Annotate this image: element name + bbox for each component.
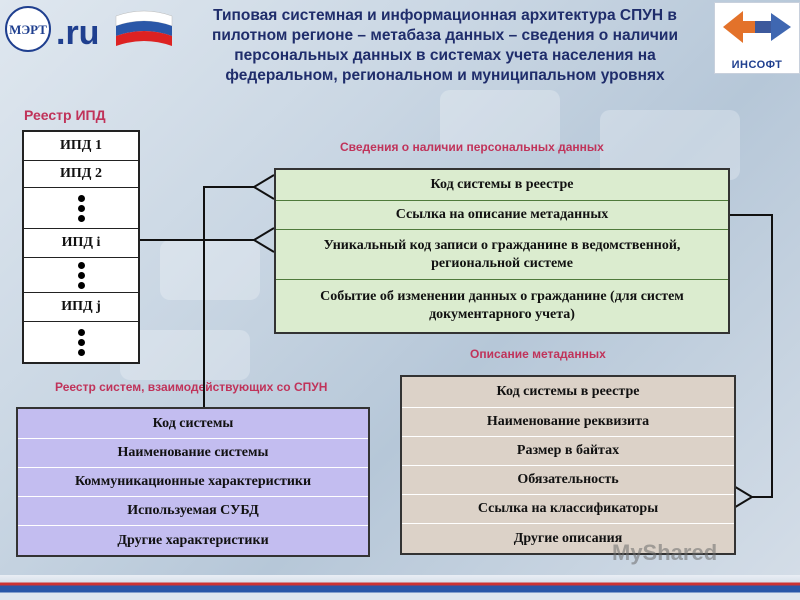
connector-systems-to-personal-data <box>203 186 254 407</box>
table-row: Событие об изменении данных о гражданине… <box>320 289 684 322</box>
systems-registry-caption: Реестр систем, взаимодействующих со СПУН <box>55 380 328 394</box>
table-row: Обязательность <box>402 466 734 495</box>
ellipsis-dots <box>24 188 138 229</box>
ipd-item: ИПД 2 <box>24 161 138 188</box>
ipd-item: ИПД i <box>24 229 138 258</box>
metadata-caption: Описание метаданных <box>470 347 606 361</box>
table-row: Уникальный код записи о гражданине в вед… <box>276 230 728 280</box>
logo-domain-text: .ru <box>56 14 99 52</box>
crows-foot-systems <box>252 174 275 200</box>
ipd-registry-list: ИПД 1 ИПД 2 ИПД i ИПД j <box>22 130 140 364</box>
footer-stripe <box>0 575 800 600</box>
ipd-item: ИПД 1 <box>24 132 138 161</box>
crows-foot-metadata <box>731 484 754 510</box>
ipd-item: ИПД j <box>24 293 138 322</box>
personal-data-caption: Сведения о наличии персональных данных <box>340 140 604 154</box>
ellipsis-dots <box>24 322 138 362</box>
connector-personal-data-to-metadata <box>726 214 773 498</box>
table-row: Используемая СУБД <box>18 497 368 526</box>
watermark-text: MyShared <box>612 540 718 565</box>
table-row: Наименование реквизита <box>402 408 734 437</box>
table-row: Код системы в реестре <box>402 377 734 408</box>
insoft-logo: ИНСОФТ <box>714 2 800 74</box>
table-row: Ссылка на описание метаданных <box>276 201 728 230</box>
table-row: Код системы в реестре <box>276 170 728 201</box>
personal-data-table: Код системы в реестре Ссылка на описание… <box>274 168 730 334</box>
logo-badge-text: МЭРТ <box>9 22 47 37</box>
table-row: Другие описания <box>513 530 623 546</box>
metadata-table: Код системы в реестре Наименование рекви… <box>400 375 736 555</box>
table-row: Коммуникационные характеристики <box>18 468 368 497</box>
table-row: Наименование системы <box>18 439 368 468</box>
table-row: Другие характеристики <box>117 532 269 548</box>
systems-registry-table: Код системы Наименование системы Коммуни… <box>16 407 370 557</box>
table-row: Код системы <box>18 409 368 439</box>
table-row: Ссылка на классификаторы <box>402 495 734 524</box>
background-key <box>120 330 250 380</box>
background-key <box>440 90 560 150</box>
page-title: Типовая системная и информационная архит… <box>212 7 678 84</box>
crows-foot-ipd <box>252 227 275 253</box>
background-key <box>160 240 260 300</box>
ipd-registry-caption: Реестр ИПД <box>24 107 106 123</box>
mert-logo: МЭРТ .ru <box>4 4 176 54</box>
ellipsis-dots <box>24 258 138 293</box>
insoft-logo-text: ИНСОФТ <box>731 59 783 71</box>
table-row: Размер в байтах <box>402 437 734 466</box>
